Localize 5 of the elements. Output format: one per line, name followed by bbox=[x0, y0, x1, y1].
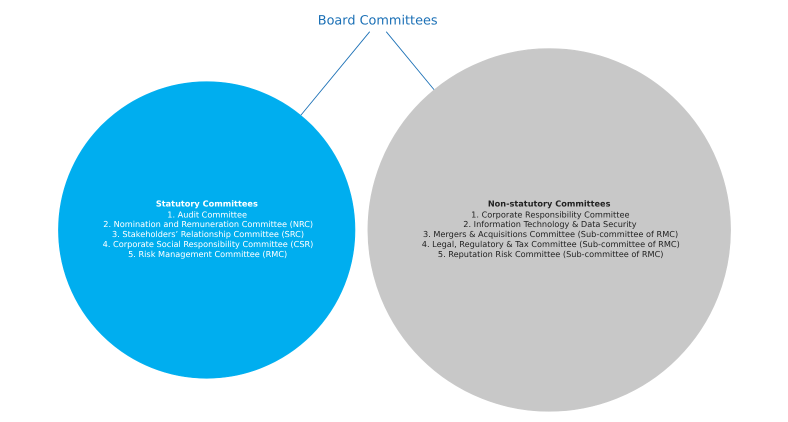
node-circle: Statutory Committees 1. Audit Committee 2. Nomination and Remuneration Committee (NRC) 3. Stakeholders’ Relationship Committee (SRC) 4. Corporate Social Responsibility Committee (CSR) 5. Risk Management Committee (RMC) bbox=[58, 81, 355, 379]
connector bbox=[385, 31, 434, 90]
node-text: Board Committees bbox=[317, 13, 438, 28]
connector bbox=[300, 31, 370, 116]
node-circle: Non-statutory Committees 1. Corporate Responsibility Committee 2. Information Technology & Data Security 3. Mergers & Acquisitions Committee (Sub-committee of RMC) 4. Legal, Regulatory & Tax Committee (Sub-committee of RMC) 5. Reputation Risk Committee (Sub-committee of RMC) bbox=[367, 48, 730, 412]
